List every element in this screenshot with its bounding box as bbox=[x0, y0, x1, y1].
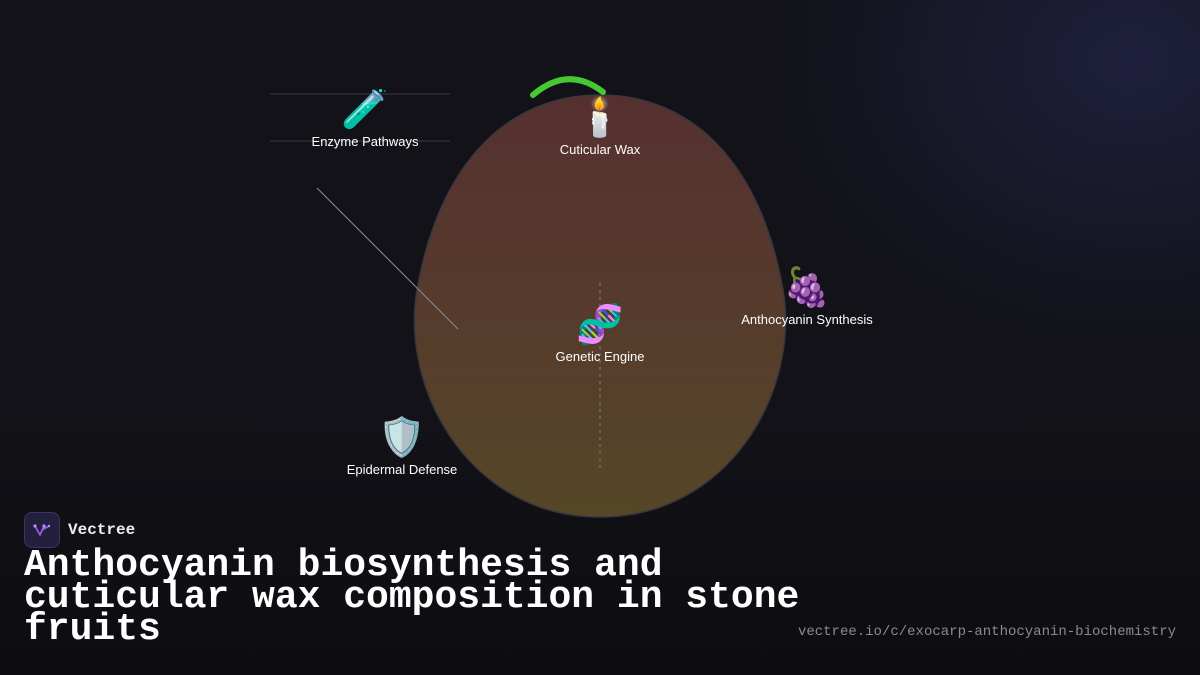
enzyme-connector-line bbox=[316, 187, 459, 330]
node-label-epidermal-defense: Epidermal Defense bbox=[346, 462, 458, 477]
node-label-cuticular-wax: Cuticular Wax bbox=[559, 142, 641, 157]
node-label-enzyme-pathways: Enzyme Pathways bbox=[311, 134, 419, 149]
vectree-logo-icon bbox=[24, 512, 60, 548]
grapes-icon: 🍇 bbox=[783, 267, 831, 309]
node-label-genetic-engine: Genetic Engine bbox=[555, 349, 645, 364]
candle-icon: 🕯️ bbox=[576, 97, 624, 139]
wax-arc bbox=[530, 76, 606, 98]
dna-icon: 🧬 bbox=[576, 304, 624, 346]
page-title: Anthocyanin biosynthesis and cuticular w… bbox=[24, 544, 800, 651]
shield-icon: 🛡️ bbox=[378, 417, 426, 459]
brand-name: Vectree bbox=[68, 521, 136, 539]
node-cuticular-wax: 🕯️ Cuticular Wax bbox=[560, 96, 640, 157]
test-tube-icon: 🧪 bbox=[341, 89, 389, 131]
node-genetic-engine: 🧬 Genetic Engine bbox=[556, 303, 645, 364]
brand: Vectree bbox=[24, 512, 135, 548]
node-epidermal-defense: 🛡️ Epidermal Defense bbox=[347, 416, 458, 477]
source-url: vectree.io/c/exocarp-anthocyanin-biochem… bbox=[797, 624, 1176, 640]
node-anthocyanin-synthesis: 🍇 Anthocyanin Synthesis bbox=[741, 266, 873, 327]
node-label-anthocyanin-synthesis: Anthocyanin Synthesis bbox=[741, 312, 873, 327]
node-enzyme-pathways: 🧪 Enzyme Pathways bbox=[312, 88, 419, 149]
